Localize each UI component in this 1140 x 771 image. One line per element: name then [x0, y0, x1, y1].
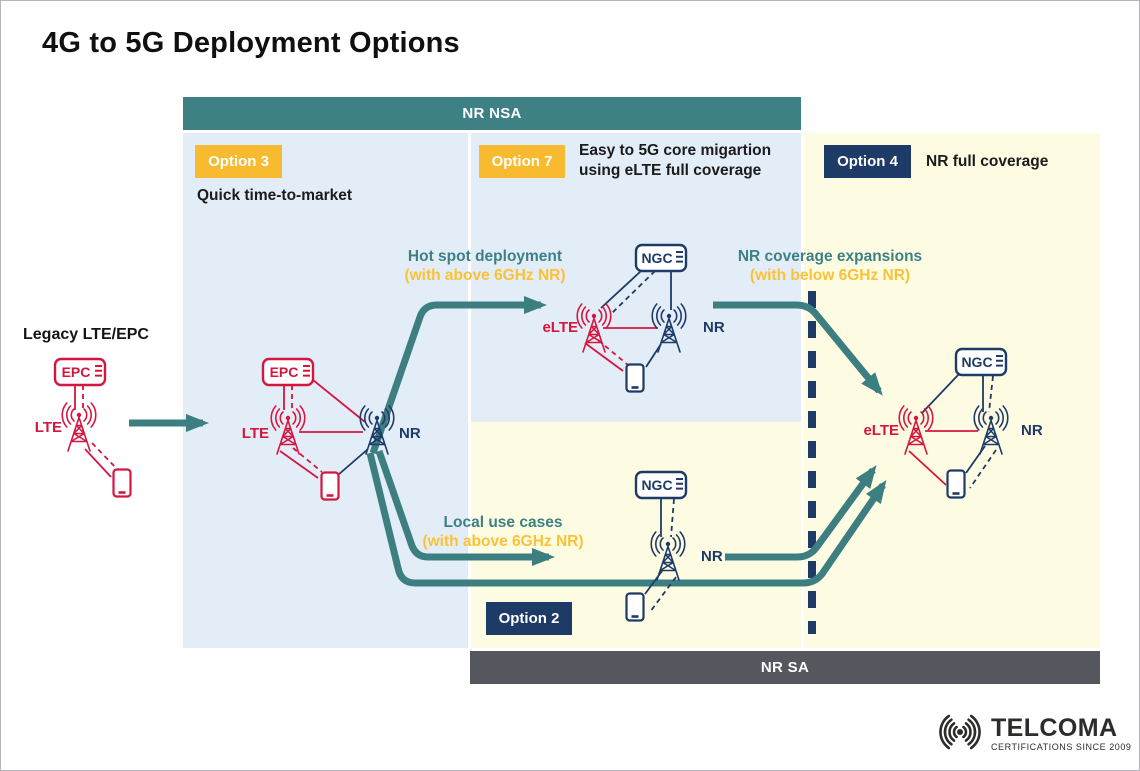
telcoma-logo: TELCOMA CERTIFICATIONS SINCE 2009 [934, 710, 1131, 756]
legacy-lte-phone-link [84, 448, 112, 478]
nr-nsa-bar-label: NR NSA [462, 105, 522, 122]
local-use-line2: (with above 6GHz NR) [422, 532, 584, 550]
sa-right-panel-background [804, 133, 1100, 648]
option4-badge: Option 4 [824, 145, 911, 178]
legacy-lte-phone-link-dashed [91, 442, 119, 471]
option3-note: Quick time-to-market [197, 187, 353, 204]
nr-sa-bar: NR SA [470, 651, 1100, 684]
nr-coverage-line1: NR coverage expansions [737, 248, 923, 265]
option2-badge-label: Option 2 [498, 610, 560, 627]
logo-tagline: CERTIFICATIONS SINCE 2009 [991, 741, 1132, 752]
option7-badge: Option 7 [479, 145, 565, 178]
hot-spot-line1: Hot spot deployment [407, 248, 563, 265]
nr-coverage-line2: (with below 6GHz NR) [749, 266, 911, 284]
nr-coverage-annotation: NR coverage expansions (with below 6GHz … [720, 248, 940, 285]
lte-tower-label: LTE [35, 419, 62, 436]
local-use-annotation: Local use cases (with above 6GHz NR) [393, 514, 613, 551]
panel-divider-right [801, 133, 804, 648]
option4-note: NR full coverage [926, 153, 1049, 170]
option7-badge-label: Option 7 [491, 153, 553, 170]
epc-core-box [53, 357, 107, 387]
option3-badge-label: Option 3 [208, 153, 269, 170]
option4-badge-label: Option 4 [837, 153, 898, 170]
legacy-lte-epc-label: Legacy LTE/EPC [23, 326, 149, 343]
option3-badge: Option 3 [195, 145, 282, 178]
legacy-diagram: EPC LTE [35, 357, 132, 498]
local-use-line1: Local use cases [443, 514, 563, 531]
option7-note: Easy to 5G core migartion using eLTE ful… [579, 141, 771, 181]
panel-divider-left [468, 133, 471, 648]
nr-nsa-bar: NR NSA [183, 97, 801, 130]
page-title: 4G to 5G Deployment Options [42, 27, 460, 59]
radio-waves-icon [939, 714, 981, 750]
logo-name: TELCOMA [991, 713, 1118, 742]
hot-spot-annotation: Hot spot deployment (with above 6GHz NR) [375, 248, 595, 285]
lte-tower-icon [61, 402, 97, 452]
hot-spot-line2: (with above 6GHz NR) [404, 266, 566, 284]
epc-core-label: EPC [62, 364, 91, 380]
option2-badge: Option 2 [486, 602, 572, 635]
option7-note-line2: using eLTE full coverage [579, 162, 762, 179]
option7-note-line1: Easy to 5G core migartion [579, 142, 772, 159]
phone-icon [112, 468, 132, 498]
nr-sa-bar-label: NR SA [760, 659, 810, 676]
